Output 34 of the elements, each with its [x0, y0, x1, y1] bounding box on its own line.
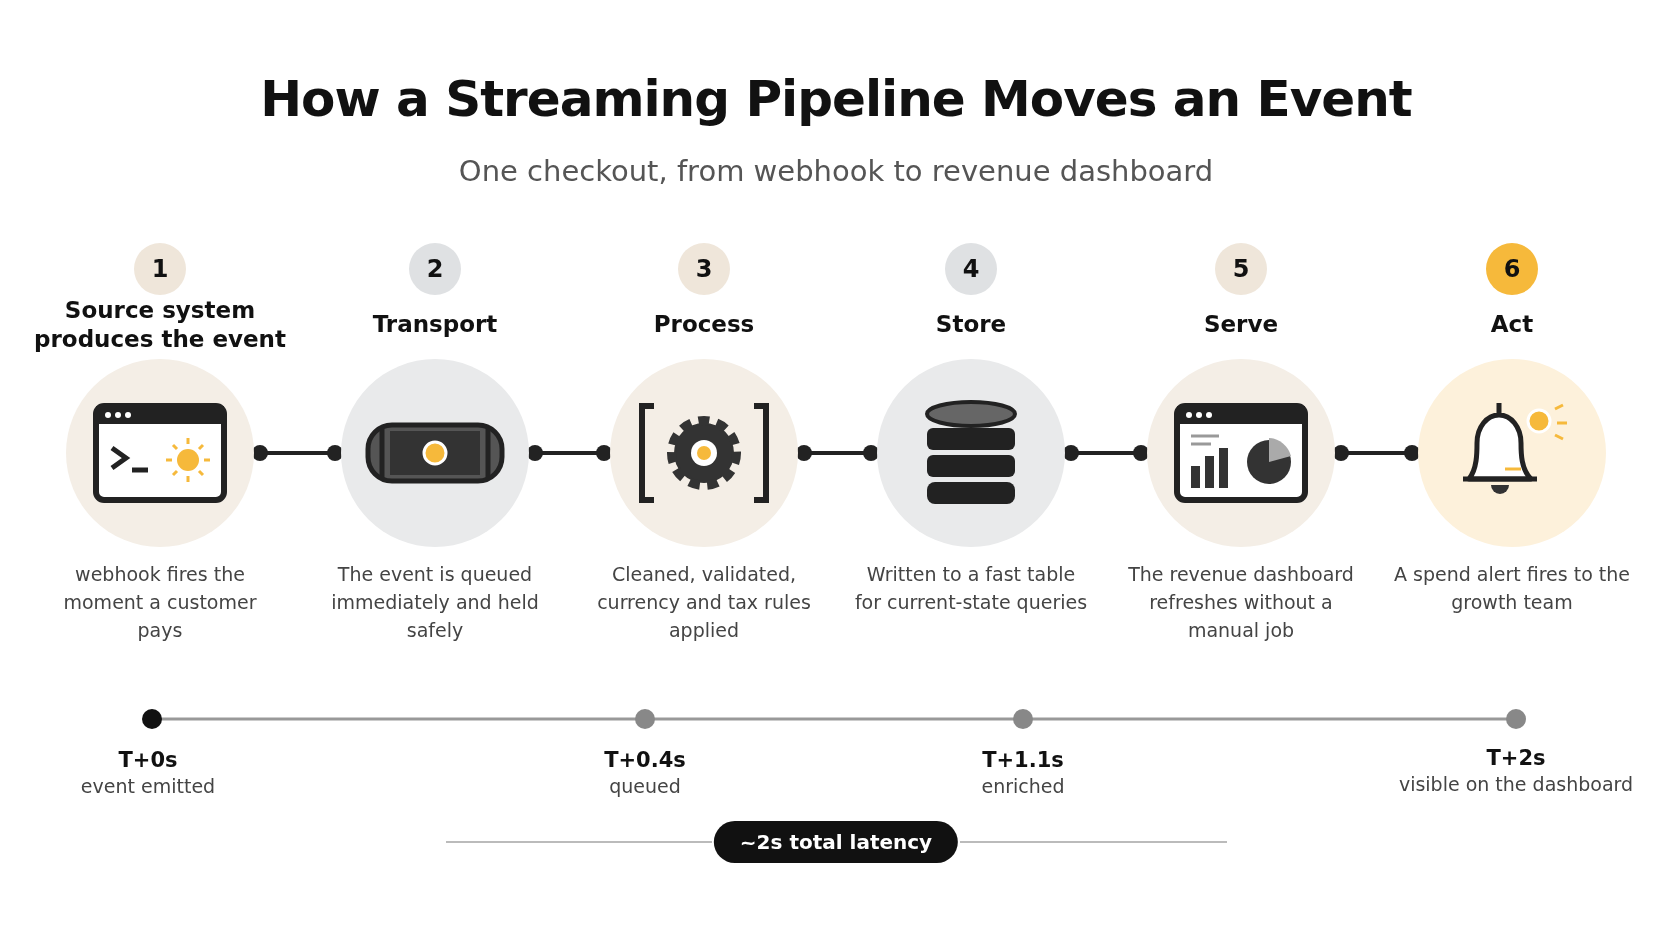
- step-title: Act: [1489, 310, 1535, 339]
- connector: [527, 445, 612, 461]
- time-note: visible on the dashboard: [1398, 773, 1634, 795]
- step-number-badge: 6: [1486, 243, 1538, 295]
- step-title: Process: [652, 310, 756, 339]
- time-label: T+0s: [118, 748, 178, 772]
- step-description: Cleaned, validated, currency and tax rules applied: [596, 562, 812, 643]
- step-description: The revenue dashboard refreshes without a manual job: [1127, 562, 1355, 643]
- step-description: Written to a fast table for current-state queries: [853, 562, 1089, 615]
- time-note: enriched: [981, 775, 1065, 797]
- step-title: Store: [934, 310, 1008, 339]
- connector: [1063, 445, 1149, 461]
- step-title: Serve: [1202, 310, 1280, 339]
- step-number-badge: 2: [409, 243, 461, 295]
- step-title: Source system produces the event: [33, 296, 287, 354]
- time-label: T+2s: [1486, 746, 1546, 770]
- title: How a Streaming Pipeline Moves an Event: [259, 70, 1413, 128]
- step-description: webhook fires the moment a customer pays: [62, 562, 258, 643]
- step-number-badge: 1: [134, 243, 186, 295]
- step-number-badge: 3: [678, 243, 730, 295]
- time-note: queued: [609, 775, 681, 797]
- step-number-badge: 5: [1215, 243, 1267, 295]
- connector: [1333, 445, 1420, 461]
- time-label: T+1.1s: [982, 748, 1064, 772]
- subtitle: One checkout, from webhook to revenue dashboard: [458, 154, 1214, 188]
- time-label: T+0.4s: [604, 748, 686, 772]
- step-number-badge: 4: [945, 243, 997, 295]
- connector: [796, 445, 879, 461]
- connector: [252, 445, 343, 461]
- step-description: A spend alert fires to the growth team: [1393, 562, 1631, 615]
- step-description: The event is queued immediately and held safely: [330, 562, 540, 643]
- time-note: event emitted: [80, 775, 216, 797]
- step-title: Transport: [371, 310, 499, 339]
- latency-pill: ~2s total latency: [713, 821, 959, 863]
